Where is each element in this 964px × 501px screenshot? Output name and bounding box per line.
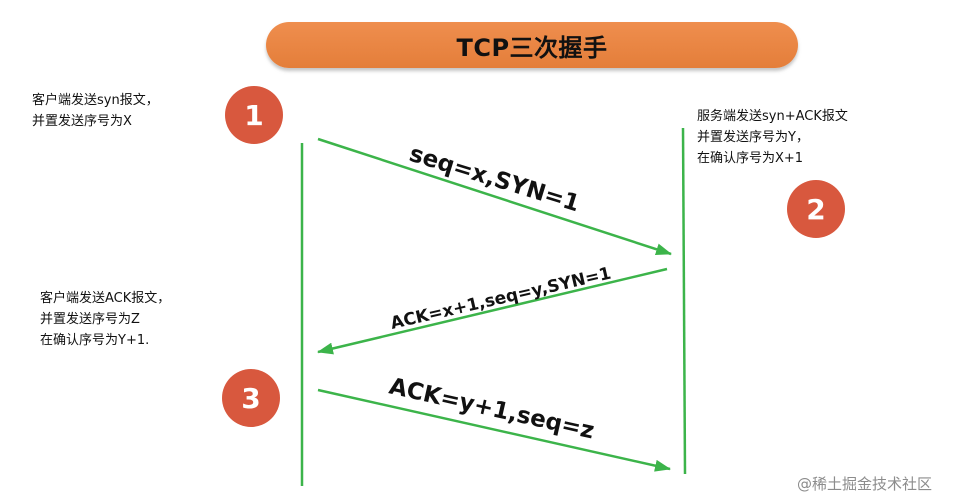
note-line: 在确认序号为Y+1. bbox=[40, 333, 150, 348]
note-line: 服务端发送syn+ACK报文 bbox=[697, 109, 848, 124]
step-2-badge: 2 bbox=[787, 180, 845, 238]
note-line: 并置发送序号为Y， bbox=[697, 130, 809, 145]
client-step3-note: 客户端发送ACK报文， 并置发送序号为Z 在确认序号为Y+1. bbox=[40, 288, 170, 351]
note-line: 在确认序号为X+1 bbox=[697, 151, 804, 166]
note-line: 并置发送序号为X bbox=[32, 114, 132, 129]
step-1-number: 1 bbox=[244, 98, 264, 132]
syn-message-label: seq=x,SYN=1 bbox=[406, 141, 582, 217]
note-line: 客户端发送ACK报文， bbox=[40, 291, 171, 306]
ack-arrow bbox=[317, 388, 671, 472]
client-step1-note: 客户端发送syn报文， 并置发送序号为X bbox=[32, 90, 159, 132]
watermark: @稀土掘金技术社区 bbox=[797, 475, 933, 493]
syn-ack-message-label: ACK=x+1,seq=y,SYN=1 bbox=[389, 264, 613, 334]
diagram-title: TCP三次握手 bbox=[456, 33, 608, 62]
step-3-badge: 3 bbox=[222, 369, 280, 427]
step-1-badge: 1 bbox=[225, 86, 283, 144]
ack-message-label: ACK=y+1,seq=z bbox=[387, 373, 597, 444]
step-2-number: 2 bbox=[806, 192, 826, 226]
note-line: 客户端发送syn报文， bbox=[32, 93, 159, 108]
syn-arrow bbox=[317, 137, 672, 256]
server-step2-note: 服务端发送syn+ACK报文 并置发送序号为Y， 在确认序号为X+1 bbox=[697, 106, 848, 169]
note-line: 并置发送序号为Z bbox=[40, 312, 140, 327]
server-timeline bbox=[681, 127, 687, 475]
title-banner: TCP三次握手 bbox=[266, 22, 798, 68]
syn-ack-arrow bbox=[317, 267, 668, 355]
step-3-number: 3 bbox=[241, 381, 261, 415]
